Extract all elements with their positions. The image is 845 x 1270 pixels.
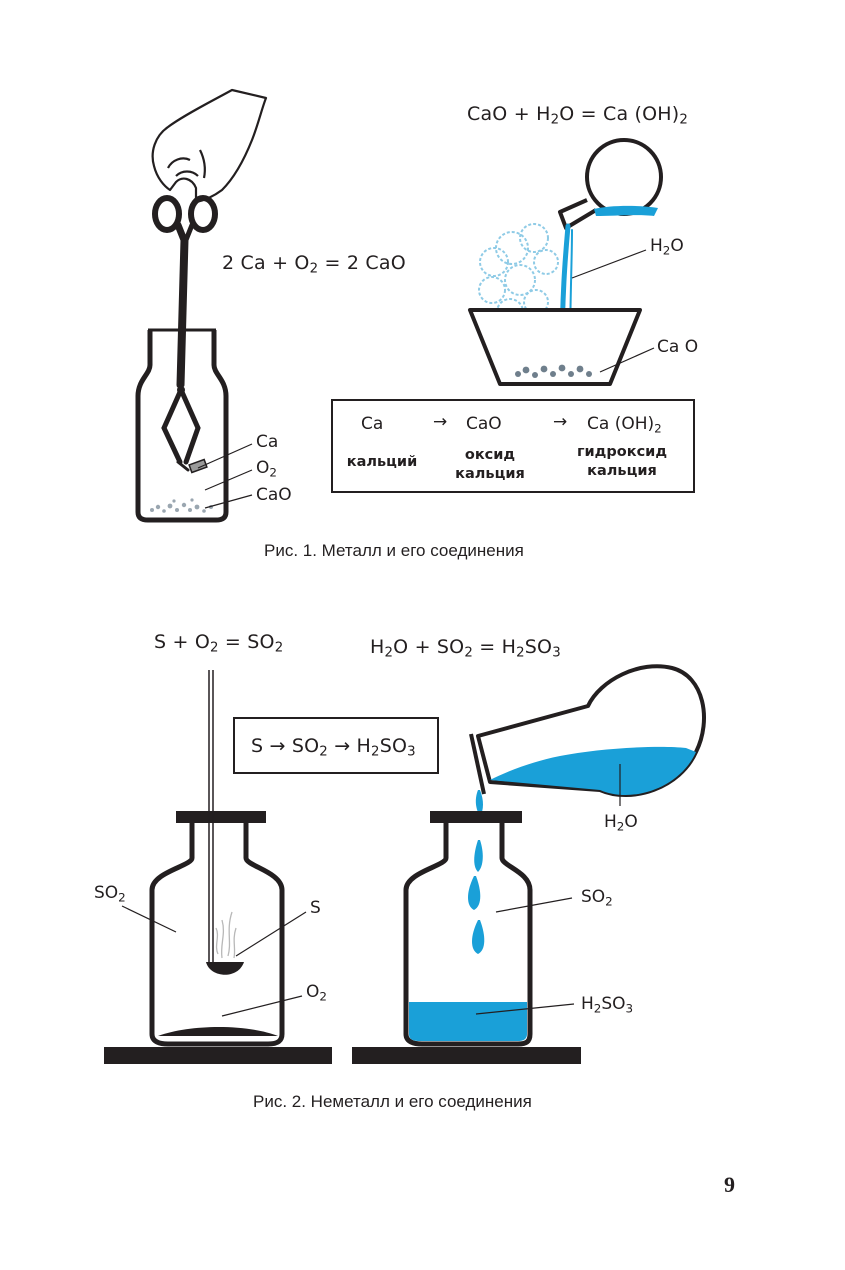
subscript: 3: [625, 1001, 634, 1016]
spoon-rod: [208, 670, 214, 962]
subscript: 2: [274, 640, 284, 656]
scheme-name-calcium-hydroxide: гидроксид кальция: [576, 444, 668, 479]
subscript: 2: [593, 1001, 602, 1016]
equation-calcium-burning: 2 Ca + O2 = 2 CaO: [222, 252, 406, 277]
label-cao-dish: Ca O: [657, 337, 699, 357]
figure-2-caption: Рис. 2. Неметалл и его соединения: [253, 1092, 532, 1111]
acid-solution: [409, 1002, 527, 1041]
subscript: 3: [407, 744, 416, 760]
scheme-arrow: →: [553, 412, 568, 432]
subscript: 2: [269, 465, 277, 480]
tongs-icon: [152, 195, 218, 472]
scheme-arrow: →: [433, 412, 448, 432]
subscript: 2: [679, 112, 689, 128]
equation-text: H: [370, 636, 385, 658]
scheme-box-1: [331, 399, 695, 493]
stand-right: [352, 1047, 581, 1064]
label-so2-left: SO2: [94, 883, 126, 903]
flask-2: [469, 664, 706, 798]
subscript: 2: [210, 640, 219, 656]
dish: [468, 308, 642, 386]
label-text: SO: [601, 994, 626, 1014]
jar-2-left: [149, 811, 285, 1047]
label-text: H: [650, 236, 663, 256]
subscript: 2: [118, 890, 126, 905]
jar-1-leader-lines: [197, 443, 253, 509]
water-drops: [468, 790, 485, 954]
scheme-box-2: [233, 717, 439, 774]
stand-left: [104, 1047, 332, 1064]
scheme-name-calcium: кальций: [346, 454, 418, 470]
scheme-formula-ca: Ca: [361, 414, 384, 434]
equation-calcium-oxide-water: CaO + H2O = Ca (OH)2: [467, 103, 689, 128]
equation-text: = 2 CaO: [318, 252, 406, 274]
equation-text: 2 Ca + O: [222, 252, 310, 274]
subscript: 2: [319, 744, 328, 760]
label-so2-right: SO2: [581, 887, 613, 907]
label-text: H: [604, 812, 617, 832]
scheme-sulfur-chain: S → SO2 → H2SO3: [251, 735, 416, 760]
scheme-text: SO: [379, 735, 408, 757]
subscript: 2: [662, 243, 671, 258]
equation-text: SO: [524, 636, 553, 658]
subscript: 2: [605, 894, 613, 909]
label-cao-jar: CaO: [256, 485, 292, 505]
subscript: 2: [371, 744, 380, 760]
subscript: 2: [516, 645, 525, 661]
subscript: 2: [550, 112, 560, 128]
scheme-name-calcium-oxide: оксид кальция: [455, 447, 525, 482]
label-h2o-right: H2O: [604, 812, 638, 832]
subscript: 2: [319, 989, 327, 1004]
label-text: O: [670, 236, 684, 256]
scheme-formula-cao: CaO: [466, 414, 502, 434]
fig1-leader-lines: [571, 249, 655, 373]
label-text: SO: [94, 883, 119, 903]
flask-1: [558, 138, 663, 230]
hand-icon: [151, 88, 268, 204]
subscript: 2: [616, 819, 625, 834]
equation-text: = SO: [218, 631, 275, 653]
subscript: 2: [309, 261, 319, 277]
label-h2o-flask: H2O: [650, 236, 684, 256]
fig2-right-leader-lines: [475, 764, 621, 1015]
label-h2so3: H2SO3: [581, 994, 633, 1014]
equation-text: S + O: [154, 631, 211, 653]
equation-text: O = Ca (OH): [559, 103, 680, 125]
label-text: H: [581, 994, 594, 1014]
scheme-text: S → SO: [251, 735, 320, 757]
equation-sulfurous-acid: H2O + SO2 = H2SO3: [370, 636, 561, 661]
equation-text: O + SO: [393, 636, 465, 658]
label-s: S: [310, 898, 321, 918]
label-o2-jar: O2: [256, 458, 277, 478]
label-ca: Ca: [256, 432, 279, 452]
calcium-piece: [188, 458, 208, 474]
equation-text: = H: [473, 636, 517, 658]
scheme-formula-caoh2: Ca (OH)2: [587, 414, 662, 434]
label-text: O: [624, 812, 638, 832]
scheme-text: → H: [327, 735, 372, 757]
burning-sulfur: [206, 911, 244, 975]
label-text: O: [306, 982, 320, 1002]
subscript: 3: [552, 645, 561, 661]
label-text: O: [256, 458, 270, 478]
label-text: SO: [581, 887, 606, 907]
figure-1-caption: Рис. 1. Металл и его соединения: [264, 541, 524, 560]
subscript: 2: [654, 421, 662, 436]
equation-sulfur-burning: S + O2 = SO2: [154, 631, 284, 656]
label-text: Ca (OH): [587, 414, 655, 434]
jar-1: [135, 328, 229, 523]
subscript: 2: [384, 645, 394, 661]
jar-2-right: [403, 811, 533, 1047]
label-o2-left: O2: [306, 982, 327, 1002]
equation-text: CaO + H: [467, 103, 551, 125]
page-number: 9: [724, 1172, 735, 1197]
calcium-oxide-powder: [150, 498, 213, 513]
fig2-left-leader-lines: [121, 905, 307, 1017]
subscript: 2: [464, 645, 474, 661]
